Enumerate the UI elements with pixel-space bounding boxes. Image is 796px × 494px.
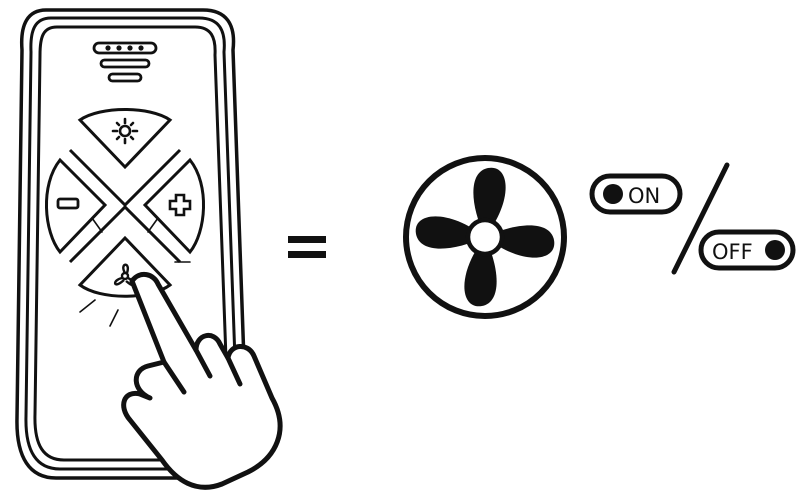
led-dot [105, 45, 111, 51]
toggle-on: ON [589, 173, 683, 215]
led-dot [116, 45, 122, 51]
fan-icon-large [403, 155, 567, 319]
led-dot [127, 45, 133, 51]
led-indicator-bar [92, 41, 158, 55]
toggle-off: OFF [698, 229, 796, 271]
led-dot [138, 45, 144, 51]
button-plus[interactable] [142, 157, 206, 255]
off-label: OFF [712, 240, 753, 264]
equals-sign-icon [288, 236, 326, 258]
dpad-divider [68, 148, 182, 264]
minus-icon [56, 197, 80, 210]
plus-icon [168, 193, 192, 217]
button-minus[interactable] [44, 157, 108, 255]
on-label: ON [628, 184, 660, 208]
speaker-grille [99, 58, 151, 83]
slash-icon [671, 162, 730, 275]
pointing-hand-icon [121, 271, 283, 490]
button-light[interactable] [77, 108, 173, 170]
light-sun-icon [111, 117, 139, 145]
